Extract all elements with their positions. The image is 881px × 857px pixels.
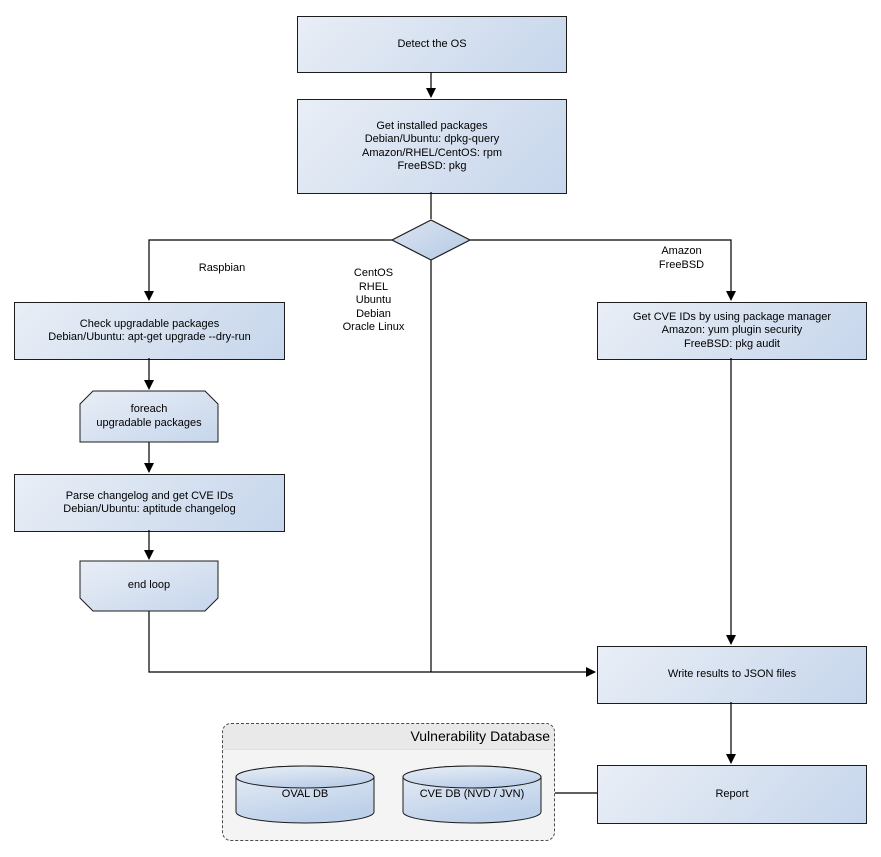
edge-label-raspbian: Raspbian (198, 262, 246, 274)
edge-label-center-os-list: CentOS RHEL Ubuntu Debian Oracle Linux (342, 267, 405, 333)
node-report: Report (597, 765, 867, 824)
node-parse-changelog: Parse changelog and get CVE IDs Debian/U… (14, 474, 285, 532)
edge-label-amazon-freebsd: Amazon FreeBSD (658, 245, 705, 271)
foreach-loop-label: foreach upgradable packages (96, 403, 202, 429)
node-check-upgradable-packages: Check upgradable packages Debian/Ubuntu:… (14, 302, 285, 360)
cve-db-label: CVE DB (NVD / JVN) (419, 788, 525, 801)
node-get-installed-packages: Get installed packages Debian/Ubuntu: dp… (297, 99, 567, 194)
os-decision-diamond (390, 219, 472, 261)
end-loop-label: end loop (127, 579, 171, 592)
connector-endloop-to-write-results (148, 611, 596, 677)
vulnerability-database-title: Vulnerability Database (410, 728, 550, 744)
node-write-results: Write results to JSON files (597, 646, 867, 704)
node-detect-os: Detect the OS (297, 16, 567, 73)
vulnerability-database-header (223, 724, 554, 750)
node-get-cve-ids-pkg-manager: Get CVE IDs by using package manager Ama… (597, 302, 867, 360)
oval-db-label: OVAL DB (281, 788, 329, 801)
